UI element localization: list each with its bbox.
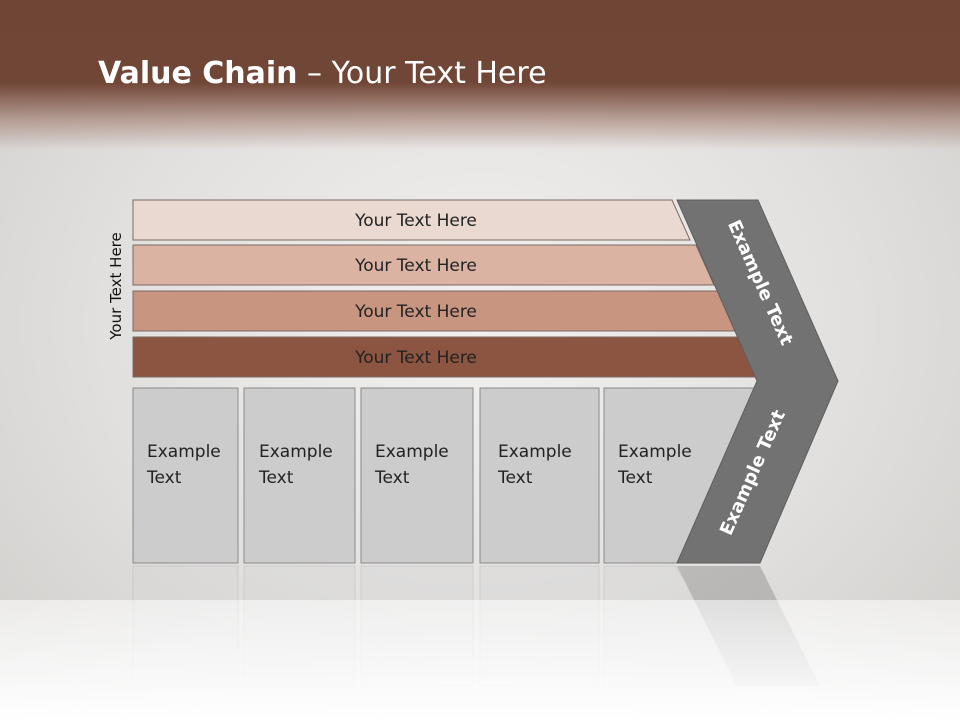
box-label-line1: Example [498,442,572,462]
bar-label-3: Your Text Here [354,302,477,322]
box-label-line2: Text [618,468,653,488]
title-rest: – Your Text Here [297,56,547,91]
chevron-arrow[interactable] [676,199,839,564]
box-label-line1: Example [147,442,221,462]
box-label-line1: Example [259,442,333,462]
box-label-line2: Text [147,468,182,488]
boxes-group [132,387,759,564]
box-label-line2: Text [375,468,410,488]
reflection-fade [0,600,960,720]
bar-1[interactable] [132,199,691,241]
bar-2[interactable] [132,244,715,286]
value-box-2[interactable] [243,387,356,564]
bar-label-2: Your Text Here [354,256,477,276]
title-bold: Value Chain [98,56,298,91]
bar-label-1: Your Text Here [354,211,477,231]
box-label-line1: Example [375,442,449,462]
value-box-4[interactable] [479,387,600,564]
box-label-line2: Text [259,468,294,488]
slide-title[interactable]: Value Chain – Your Text Here [98,56,547,91]
value-box-3[interactable] [360,387,474,564]
box-label-line1: Example [618,442,692,462]
bar-label-4: Your Text Here [354,348,477,368]
box-label-line2: Text [498,468,533,488]
title-bar [0,0,960,150]
value-box-1[interactable] [132,387,239,564]
